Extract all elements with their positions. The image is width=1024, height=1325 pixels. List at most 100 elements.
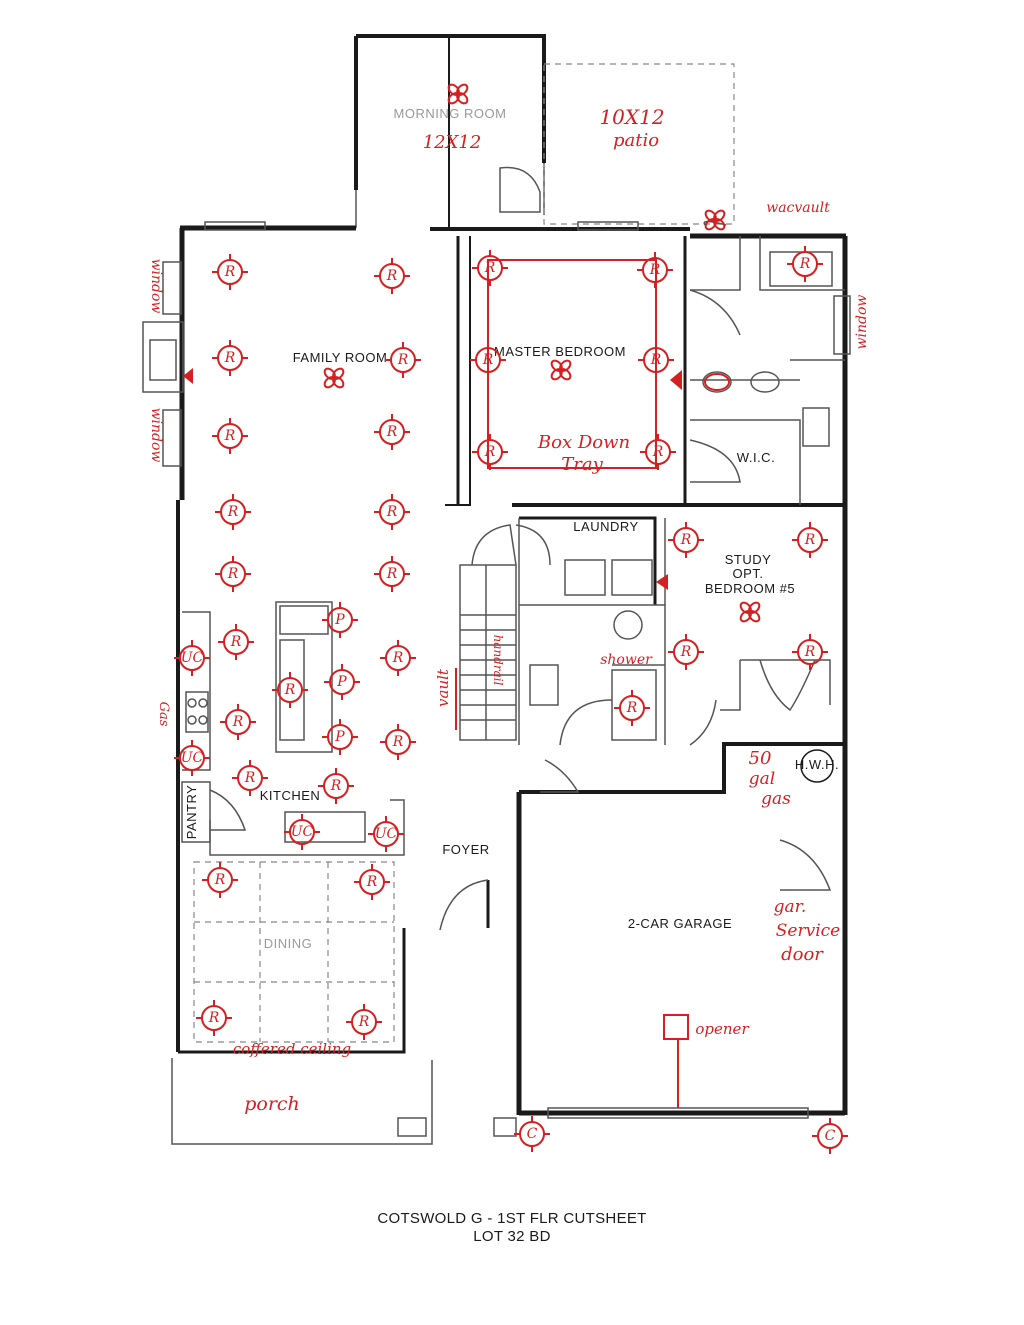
recessed-light-label: R bbox=[284, 682, 296, 698]
recessed-light-icon: R bbox=[354, 864, 390, 900]
note-shower: shower bbox=[600, 652, 653, 668]
patio-outline bbox=[543, 63, 735, 225]
undercabinet-light-icon: UC bbox=[284, 814, 320, 850]
recessed-light-icon: R bbox=[318, 768, 354, 804]
undercabinet-light-icon: UC bbox=[174, 740, 210, 776]
recessed-light-label: R bbox=[650, 352, 662, 368]
recessed-light-label: R bbox=[397, 352, 409, 368]
recessed-light-label: R bbox=[366, 874, 378, 890]
recessed-light-icon: R bbox=[215, 494, 251, 530]
porch-outline bbox=[171, 1058, 433, 1145]
recessed-light-icon: R bbox=[374, 414, 410, 450]
recessed-light-icon: R bbox=[232, 760, 268, 796]
note-heater-2: gal bbox=[749, 769, 775, 789]
note-window-left-bottom: window bbox=[148, 408, 164, 463]
ceiling-fans bbox=[323, 83, 761, 623]
recessed-light-icon: R bbox=[212, 254, 248, 290]
recessed-light-icon: R bbox=[668, 634, 704, 670]
label-kitchen: KITCHEN bbox=[260, 788, 321, 803]
caption-lot: LOT 32 BD bbox=[473, 1228, 551, 1245]
recessed-light-icon: R bbox=[215, 556, 251, 592]
recessed-light-label: R bbox=[484, 260, 496, 276]
note-morning-size: 12X12 bbox=[423, 132, 482, 153]
undercabinet-light-icon: UC bbox=[368, 816, 404, 852]
room-labels: MORNING ROOM FAMILY ROOM MASTER BEDROOM … bbox=[184, 106, 839, 951]
note-heater-1: 50 bbox=[749, 748, 772, 769]
recessed-light-label: R bbox=[224, 264, 236, 280]
recessed-light-icon: R bbox=[792, 634, 828, 670]
recessed-light-label: R bbox=[392, 734, 404, 750]
recessed-light-icon: R bbox=[385, 342, 421, 378]
recessed-light-icon: R bbox=[218, 624, 254, 660]
label-pantry: PANTRY bbox=[184, 785, 199, 840]
coach-light-label: C bbox=[527, 1126, 538, 1142]
label-family-room: FAMILY ROOM bbox=[293, 350, 388, 365]
undercabinet-light-icon: UC bbox=[174, 640, 210, 676]
note-gas: Gas bbox=[156, 702, 171, 727]
note-heater-3: gas bbox=[761, 789, 791, 809]
recessed-light-icon: R bbox=[472, 434, 508, 470]
recessed-light-label: R bbox=[649, 262, 661, 278]
recessed-light-label: R bbox=[214, 872, 226, 888]
recessed-light-icon: R bbox=[212, 418, 248, 454]
label-study-2: OPT. bbox=[733, 566, 764, 581]
recessed-light-icon: R bbox=[792, 522, 828, 558]
recessed-light-icon: R bbox=[640, 434, 676, 470]
pendant-light-label: P bbox=[336, 674, 347, 690]
recessed-light-label: R bbox=[652, 444, 664, 460]
note-wacvault: wacvault bbox=[766, 200, 830, 216]
recessed-light-label: R bbox=[799, 256, 811, 272]
recessed-light-label: R bbox=[626, 700, 638, 716]
recessed-light-label: R bbox=[482, 352, 494, 368]
recessed-light-label: R bbox=[386, 566, 398, 582]
note-service-2: Service bbox=[776, 921, 840, 941]
recessed-light-label: R bbox=[224, 350, 236, 366]
coach-light-label: C bbox=[825, 1128, 836, 1144]
recessed-light-label: R bbox=[484, 444, 496, 460]
note-opener: opener bbox=[695, 1020, 749, 1038]
recessed-light-label: R bbox=[680, 644, 692, 660]
pendant-light-label: P bbox=[334, 729, 345, 745]
caption-title: COTSWOLD G - 1ST FLR CUTSHEET bbox=[377, 1210, 647, 1227]
recessed-light-icon: R bbox=[346, 1004, 382, 1040]
exterior-walls bbox=[176, 34, 848, 1116]
recessed-light-label: R bbox=[386, 268, 398, 284]
recessed-light-label: R bbox=[386, 424, 398, 440]
coach-light-icon: C bbox=[514, 1116, 550, 1152]
undercabinet-light-label: UC bbox=[181, 650, 204, 666]
recessed-light-icon: R bbox=[637, 252, 673, 288]
recessed-light-icon: R bbox=[212, 340, 248, 376]
note-service-3: door bbox=[781, 944, 824, 965]
recessed-light-icon: R bbox=[472, 250, 508, 286]
label-wic: W.I.C. bbox=[737, 450, 775, 465]
recessed-light-icon: R bbox=[202, 862, 238, 898]
pendant-light-label: P bbox=[334, 612, 345, 628]
recessed-light-label: R bbox=[358, 1014, 370, 1030]
ceiling-fan-icon bbox=[323, 367, 345, 389]
label-garage: 2-CAR GARAGE bbox=[628, 916, 732, 931]
interior-walls bbox=[142, 166, 851, 1119]
note-handrail: handrail bbox=[491, 635, 505, 686]
recessed-light-icon: R bbox=[220, 704, 256, 740]
note-patio: patio bbox=[613, 130, 659, 151]
coach-light-icon: C bbox=[812, 1118, 848, 1154]
pendant-light-icon: P bbox=[324, 664, 360, 700]
recessed-light-label: R bbox=[804, 532, 816, 548]
label-study-3: BEDROOM #5 bbox=[705, 581, 795, 596]
recessed-light-label: R bbox=[232, 714, 244, 730]
recessed-light-label: R bbox=[392, 650, 404, 666]
recessed-light-icon: R bbox=[196, 1000, 232, 1036]
markup-notes: 12X12 10X12 patio window window window w… bbox=[148, 105, 870, 1115]
recessed-light-icon: R bbox=[380, 640, 416, 676]
note-porch: porch bbox=[244, 1093, 300, 1115]
recessed-light-label: R bbox=[386, 504, 398, 520]
ceiling-fan-icon bbox=[704, 209, 726, 231]
recessed-light-icon: R bbox=[614, 690, 650, 726]
recessed-light-label: R bbox=[244, 770, 256, 786]
recessed-light-label: R bbox=[804, 644, 816, 660]
label-morning-room: MORNING ROOM bbox=[394, 106, 507, 121]
ceiling-fan-icon bbox=[447, 83, 469, 105]
note-tray-2: Tray bbox=[561, 454, 603, 475]
recessed-light-label: R bbox=[208, 1010, 220, 1026]
